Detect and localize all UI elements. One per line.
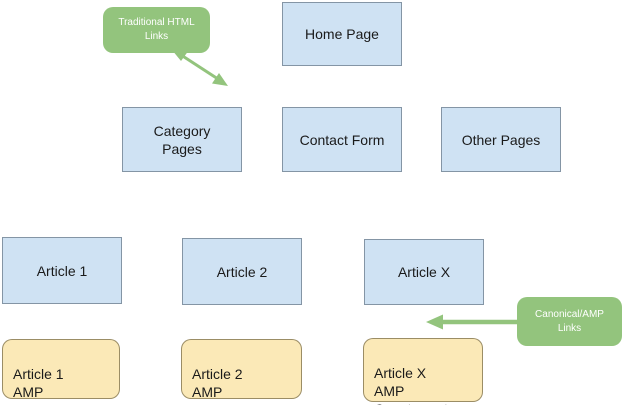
contact-form-node: Contact Form — [282, 107, 402, 172]
article-1-node: Article 1 — [2, 237, 122, 304]
other-pages-node: Other Pages — [441, 107, 561, 172]
category-pages-label: Category Pages — [153, 122, 211, 157]
home-page-label: Home Page — [305, 26, 379, 42]
traditional-html-links-label: Traditional HTML Links — [118, 17, 195, 42]
traditional-html-links-callout: Traditional HTML Links — [103, 7, 210, 53]
other-pages-label: Other Pages — [461, 131, 541, 148]
article-1-amp-label: Article 1 AMP Counterpart — [13, 366, 87, 405]
canonical-links-arrow — [426, 314, 517, 330]
article-x-node: Article X — [364, 239, 484, 305]
article-2-label: Article 2 — [216, 263, 268, 280]
canonical-amp-links-callout: Canonical/AMP Links — [517, 297, 622, 346]
article-1-label: Article 1 — [36, 262, 88, 279]
article-2-amp-node: Article 2 AMP Counterpart — [181, 339, 302, 405]
article-2-amp-label: Article 2 AMP Counterpart — [192, 366, 266, 405]
article-x-amp-node: Article X AMP Counterpart — [363, 338, 483, 405]
article-2-node: Article 2 — [182, 238, 302, 305]
article-1-amp-node: Article 1 AMP Counterpart — [2, 339, 120, 405]
article-x-label: Article X — [397, 264, 451, 280]
home-page-node: Home Page — [282, 2, 402, 66]
contact-form-label: Contact Form — [299, 131, 385, 148]
traditional-links-arrow — [177, 51, 228, 86]
article-x-amp-label: Article X AMP Counterpart — [374, 365, 448, 405]
category-pages-node: Category Pages — [122, 107, 242, 172]
canonical-amp-links-label: Canonical/AMP Links — [535, 308, 604, 334]
